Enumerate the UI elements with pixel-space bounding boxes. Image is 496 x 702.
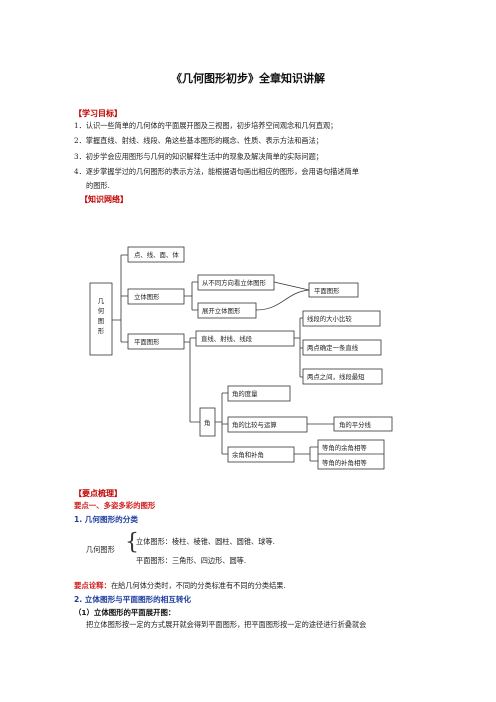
node-box-planar (127, 333, 185, 350)
node-box-measure (227, 385, 291, 402)
node-box-bisector (333, 416, 393, 432)
node-lines: 直线、射线、线段 (201, 334, 253, 343)
node-pts: 点、线、面、体 (134, 250, 179, 259)
network-heading: 【知识网络】 (80, 195, 128, 204)
objective-item: 4．逐步掌握学过的几何图形的表示方法，能根据语句画出相应的图形，会用语句描述简单 (74, 167, 359, 176)
classification-plane: 平面图形：三角形、四边形、圆等. (136, 556, 247, 565)
subheading-unfold: （1）立体图形的平面展开图： (74, 608, 176, 617)
node-shortest: 两点之间，线段最短 (307, 372, 365, 381)
node-box-compare (227, 416, 308, 433)
node-measure: 角的度量 (232, 389, 258, 398)
classification-solid: 立体图形：棱柱、棱锥、圆柱、圆锥、球等. (136, 537, 275, 546)
subheading-transform: 2. 立体图形与平面图形的相互转化 (74, 595, 192, 604)
root-char: 何 (98, 306, 105, 315)
node-planar: 平面图形 (134, 338, 160, 346)
objective-item: 的图形. (86, 181, 110, 190)
brace-symbol: { (125, 530, 139, 555)
node-box-seg-cmp (302, 310, 381, 327)
point-one-heading: 要点一、多姿多彩的图形 (74, 501, 156, 510)
node-seg-cmp: 线段的大小比较 (307, 314, 352, 323)
node-comp: 余角和补角 (232, 450, 264, 459)
note-label: 要点诠释： (74, 581, 111, 590)
root-char: 图 (98, 317, 104, 325)
node-threeview: 从不同方向看立体图形 (202, 278, 267, 287)
objective-item: 2．掌握直线、射线、线段、角这些基本图形的概念、性质、表示方法和画法； (74, 136, 323, 145)
node-box-shortest (302, 368, 383, 385)
root-char: 形 (98, 327, 105, 335)
summary-heading: 【要点梳理】 (74, 489, 122, 498)
node-unfold: 展开立体图形 (202, 306, 241, 315)
page-title: 《几何图形初步》全章知识讲解 (171, 72, 325, 85)
note-line: 要点诠释：在給几何体分类时，不同的分类标准有不同的分类结果. (74, 580, 286, 591)
objective-item: 1．认识一些简单的几何体的平面展开图及三视图，初步培养空间观念和几何直观； (74, 121, 338, 130)
root-box (89, 282, 113, 356)
node-two-pts: 两点确定一条直线 (307, 343, 359, 352)
node-plane-fig: 平面图形 (314, 287, 340, 295)
node-compare: 角的比较与运算 (232, 420, 277, 429)
classification-label: 几何图形 (86, 545, 115, 554)
node-box-unfold (197, 302, 257, 319)
node-box-solid (127, 288, 185, 305)
node-box-lines (195, 330, 295, 347)
node-solid: 立体图形 (134, 292, 160, 301)
node-eq-comp: 等角的余角相等 (322, 443, 367, 452)
node-box-two-pts (302, 339, 382, 356)
node-eq-supp: 等角的补角相等 (322, 458, 367, 467)
node-box-eq (317, 439, 385, 470)
paragraph-line: 把立体图形按一定的方式展开就会得到平面图形，把平面图形按一定的途径进行折叠就会 (86, 620, 367, 629)
node-angle: 角 (204, 418, 210, 427)
node-box-pts (127, 246, 185, 263)
note-text: 在給几何体分类时，不同的分类标准有不同的分类结果. (110, 581, 286, 590)
node-box-threeview (197, 274, 275, 291)
objective-item: 3．初步学会应用图形与几何的知识解释生活中的现象及解决简单的实际问题； (74, 152, 323, 161)
node-bisector: 角的平分线 (339, 420, 372, 429)
root-char: 几 (98, 297, 105, 305)
subheading-classification: 1. 几何图形的分类 (74, 515, 138, 524)
objectives-heading: 【学习目标】 (74, 109, 122, 118)
node-box-comp (227, 446, 295, 463)
